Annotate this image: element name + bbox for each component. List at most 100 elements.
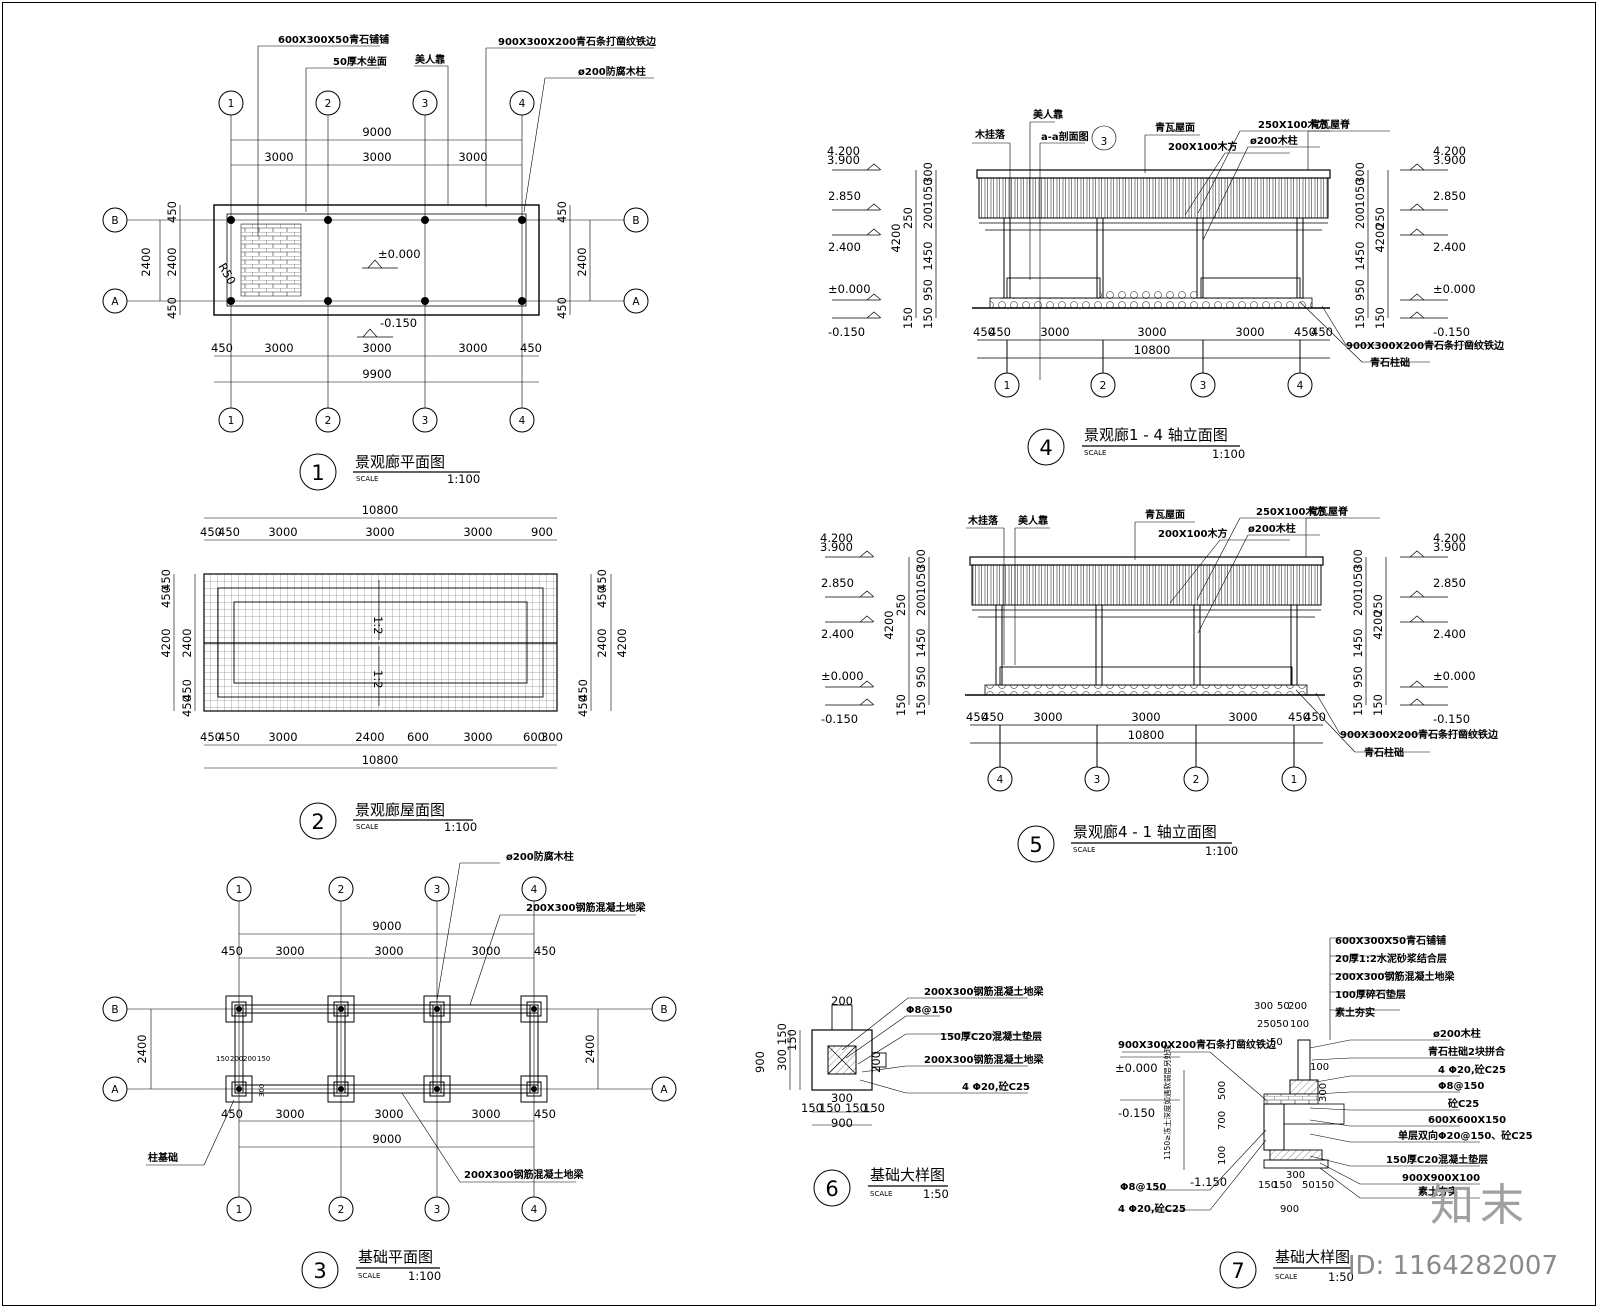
hdim: 3000 (1033, 710, 1062, 724)
hdim: 450 (989, 325, 1011, 339)
dim-small: 300 (258, 1084, 266, 1097)
axis-1-label: 1 (236, 884, 243, 896)
scale-label: SCALE (356, 475, 378, 483)
drawing-title: 景观廊平面图 (355, 453, 445, 471)
axis-2-label: 2 (338, 1204, 345, 1216)
dim: 600 (523, 730, 545, 744)
scale-value: 1:100 (1205, 844, 1238, 858)
paving-hatch (240, 223, 302, 297)
axis-2-label: 2 (338, 884, 345, 896)
vdim: 950 (921, 279, 935, 301)
detail7-callout-label: 900X300X200青石条打凿纹铁边 (1118, 1038, 1277, 1051)
level-label: -1.150 (1190, 1175, 1227, 1189)
elev5-callout-label: 青石柱础 (1364, 746, 1404, 759)
detail-6-drawing: 200X300钢筋混凝土地梁 Φ8@150 150厚C20混凝土垫层 200X3… (753, 985, 1044, 1207)
drawing-number: 4 (1039, 436, 1052, 460)
scale-value: 1:50 (923, 1187, 949, 1201)
scale-label: SCALE (356, 823, 378, 831)
dim: 4200 (159, 628, 173, 657)
elev4-callout-label: 青瓦屋脊 (1310, 118, 1351, 131)
level-label: ±0.000 (1115, 1061, 1158, 1075)
section-badge: 3 (1101, 136, 1108, 148)
hdim: 3000 (1131, 710, 1160, 724)
radius-label: R50 (215, 261, 238, 288)
dim: 2400 (355, 730, 384, 744)
detail6-callout-label: 200X300钢筋混凝土地梁 (924, 985, 1044, 998)
elev4-callout-label: ø200木柱 (1250, 134, 1298, 147)
axis-b-label: B (111, 1004, 118, 1016)
level-label: 3.900 (1433, 540, 1466, 554)
dim: 450 (534, 1107, 556, 1121)
axis-1-label: 1 (228, 415, 235, 427)
axis-3-label: 3 (422, 415, 429, 427)
axis-a-label: A (111, 296, 119, 308)
vdim: 1450 (921, 241, 935, 270)
axis-3-label: 3 (434, 884, 441, 896)
vdim: 950 (1351, 666, 1365, 688)
slope-label: 1:2 (371, 670, 385, 689)
dim: 450 (159, 586, 173, 608)
elevation-4-1-drawing: 4.200 3.900 2.850 2.400 ±0.000 -0.150 4.… (820, 505, 1499, 863)
axis-3-label: 3 (434, 1204, 441, 1216)
scale-value: 1:100 (444, 820, 477, 834)
elev4-callout-label: 200X100木方 (1168, 140, 1237, 153)
vdim: 250 (901, 207, 915, 229)
elev5-callout-label: 木挂落 (967, 514, 999, 527)
dim: 900 (831, 1116, 853, 1130)
dim: 450 (218, 525, 240, 539)
plan-callout-label: 600X300X50青石铺铺 (278, 33, 389, 46)
dim: 450 (211, 341, 233, 355)
elev5-callout-label: 250X100木方 (1256, 505, 1325, 518)
axis-a-label: A (660, 1084, 668, 1096)
level-label: 3.900 (827, 153, 860, 167)
drawing-number: 3 (313, 1259, 326, 1283)
level-label: 4.200 (1433, 144, 1466, 158)
elev5-callout-label: 青瓦屋面 (1145, 508, 1185, 521)
level-label: ±0.000 (1433, 282, 1476, 296)
axis-2-label: 2 (1193, 774, 1200, 786)
dim: 150 (819, 1101, 841, 1115)
dim: 450 (595, 569, 609, 591)
level-label: 2.850 (1433, 576, 1466, 590)
dim: 3000 (275, 1107, 304, 1121)
column-dots (227, 216, 526, 305)
dim: 200 (1288, 1001, 1307, 1012)
dim: 200 (831, 994, 853, 1008)
dim: 50 (1270, 1037, 1283, 1048)
axis-4-label: 4 (997, 774, 1004, 786)
dim: 100 (1217, 1146, 1228, 1165)
detail7-callout-label: 4 Φ20,砼C25 (1438, 1063, 1506, 1076)
drawing-title: 景观廊1 - 4 轴立面图 (1084, 426, 1228, 444)
detail7-callout-label: 单层双向Φ20@150、砼C25 (1398, 1129, 1533, 1142)
vdim: 150 (894, 694, 908, 716)
dim: 3000 (365, 525, 394, 539)
dim: 900 (531, 525, 553, 539)
dim: 300 (775, 1049, 789, 1071)
dim: 3000 (268, 730, 297, 744)
hdim: 10800 (1134, 343, 1171, 357)
dim: 2400 (139, 247, 153, 276)
vdim: 4200 (882, 610, 896, 639)
scale-label: SCALE (870, 1190, 892, 1198)
axis-b-label: B (632, 215, 639, 227)
dim: 2400 (595, 628, 609, 657)
elev5-callout-label: ø200木柱 (1248, 522, 1296, 535)
dim: 9000 (362, 125, 391, 139)
level-label: 2.850 (821, 576, 854, 590)
dim: 300 (541, 730, 563, 744)
vdim: 150 (1373, 307, 1387, 329)
dim: 450 (165, 297, 179, 319)
dim: 4200 (615, 628, 629, 657)
dim: 10800 (362, 753, 399, 767)
foundation-drawing: 1 2 3 4 1 2 3 4 B A B A (102, 850, 677, 1289)
dim: 3000 (362, 341, 391, 355)
dim: 300 (1254, 1001, 1273, 1012)
level-label: 2.400 (1433, 627, 1466, 641)
level-label: ±0.000 (1433, 669, 1476, 683)
level-label: 4.200 (827, 144, 860, 158)
detail7-callout-label: 砼C25 (1448, 1097, 1479, 1110)
dim: 150 (801, 1101, 823, 1115)
detail7-callout-label: 青石柱础2块拼合 (1428, 1045, 1506, 1058)
dim: 2400 (165, 247, 179, 276)
vdim: 200 (914, 594, 928, 616)
